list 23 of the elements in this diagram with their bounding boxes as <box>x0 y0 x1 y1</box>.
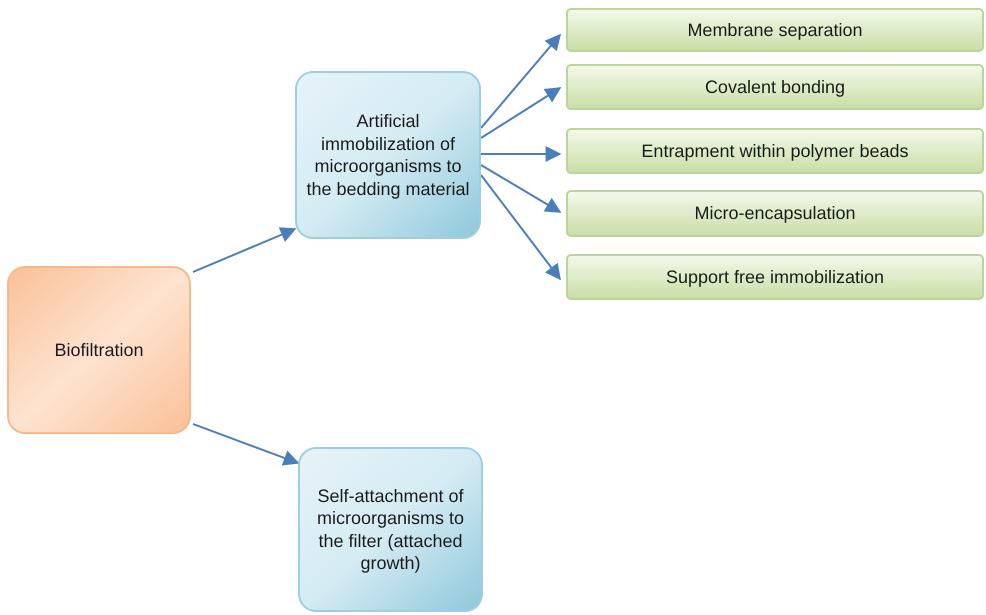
method-box <box>566 254 984 300</box>
arrow <box>192 227 296 273</box>
arrow <box>192 423 300 466</box>
arrow <box>480 87 562 139</box>
box-text: Micro-encapsulation <box>694 202 856 225</box>
arrow <box>480 164 562 213</box>
method-box <box>566 8 984 52</box>
box-text: Entrapment within polymer beads <box>641 140 909 162</box>
arrow <box>480 174 561 280</box>
box-text: Membrane separation <box>687 18 863 42</box>
process-box <box>7 266 191 434</box>
method-box <box>566 128 984 174</box>
method-box <box>566 64 984 110</box>
arrow <box>481 146 562 162</box>
box-text: Covalent bonding <box>704 76 846 98</box>
method-box <box>566 190 984 237</box>
box-text: Artificial immobilization of microorganisms to the bedding material <box>305 110 471 200</box>
arrow <box>480 34 562 129</box>
box-text: Support free immobilization <box>666 266 884 288</box>
process-box <box>295 71 481 239</box>
box-text: Biofiltration <box>54 338 144 362</box>
box-text: Self-attachment of microorganisms to the filter (attached growth) <box>316 484 466 574</box>
process-box <box>298 447 483 612</box>
